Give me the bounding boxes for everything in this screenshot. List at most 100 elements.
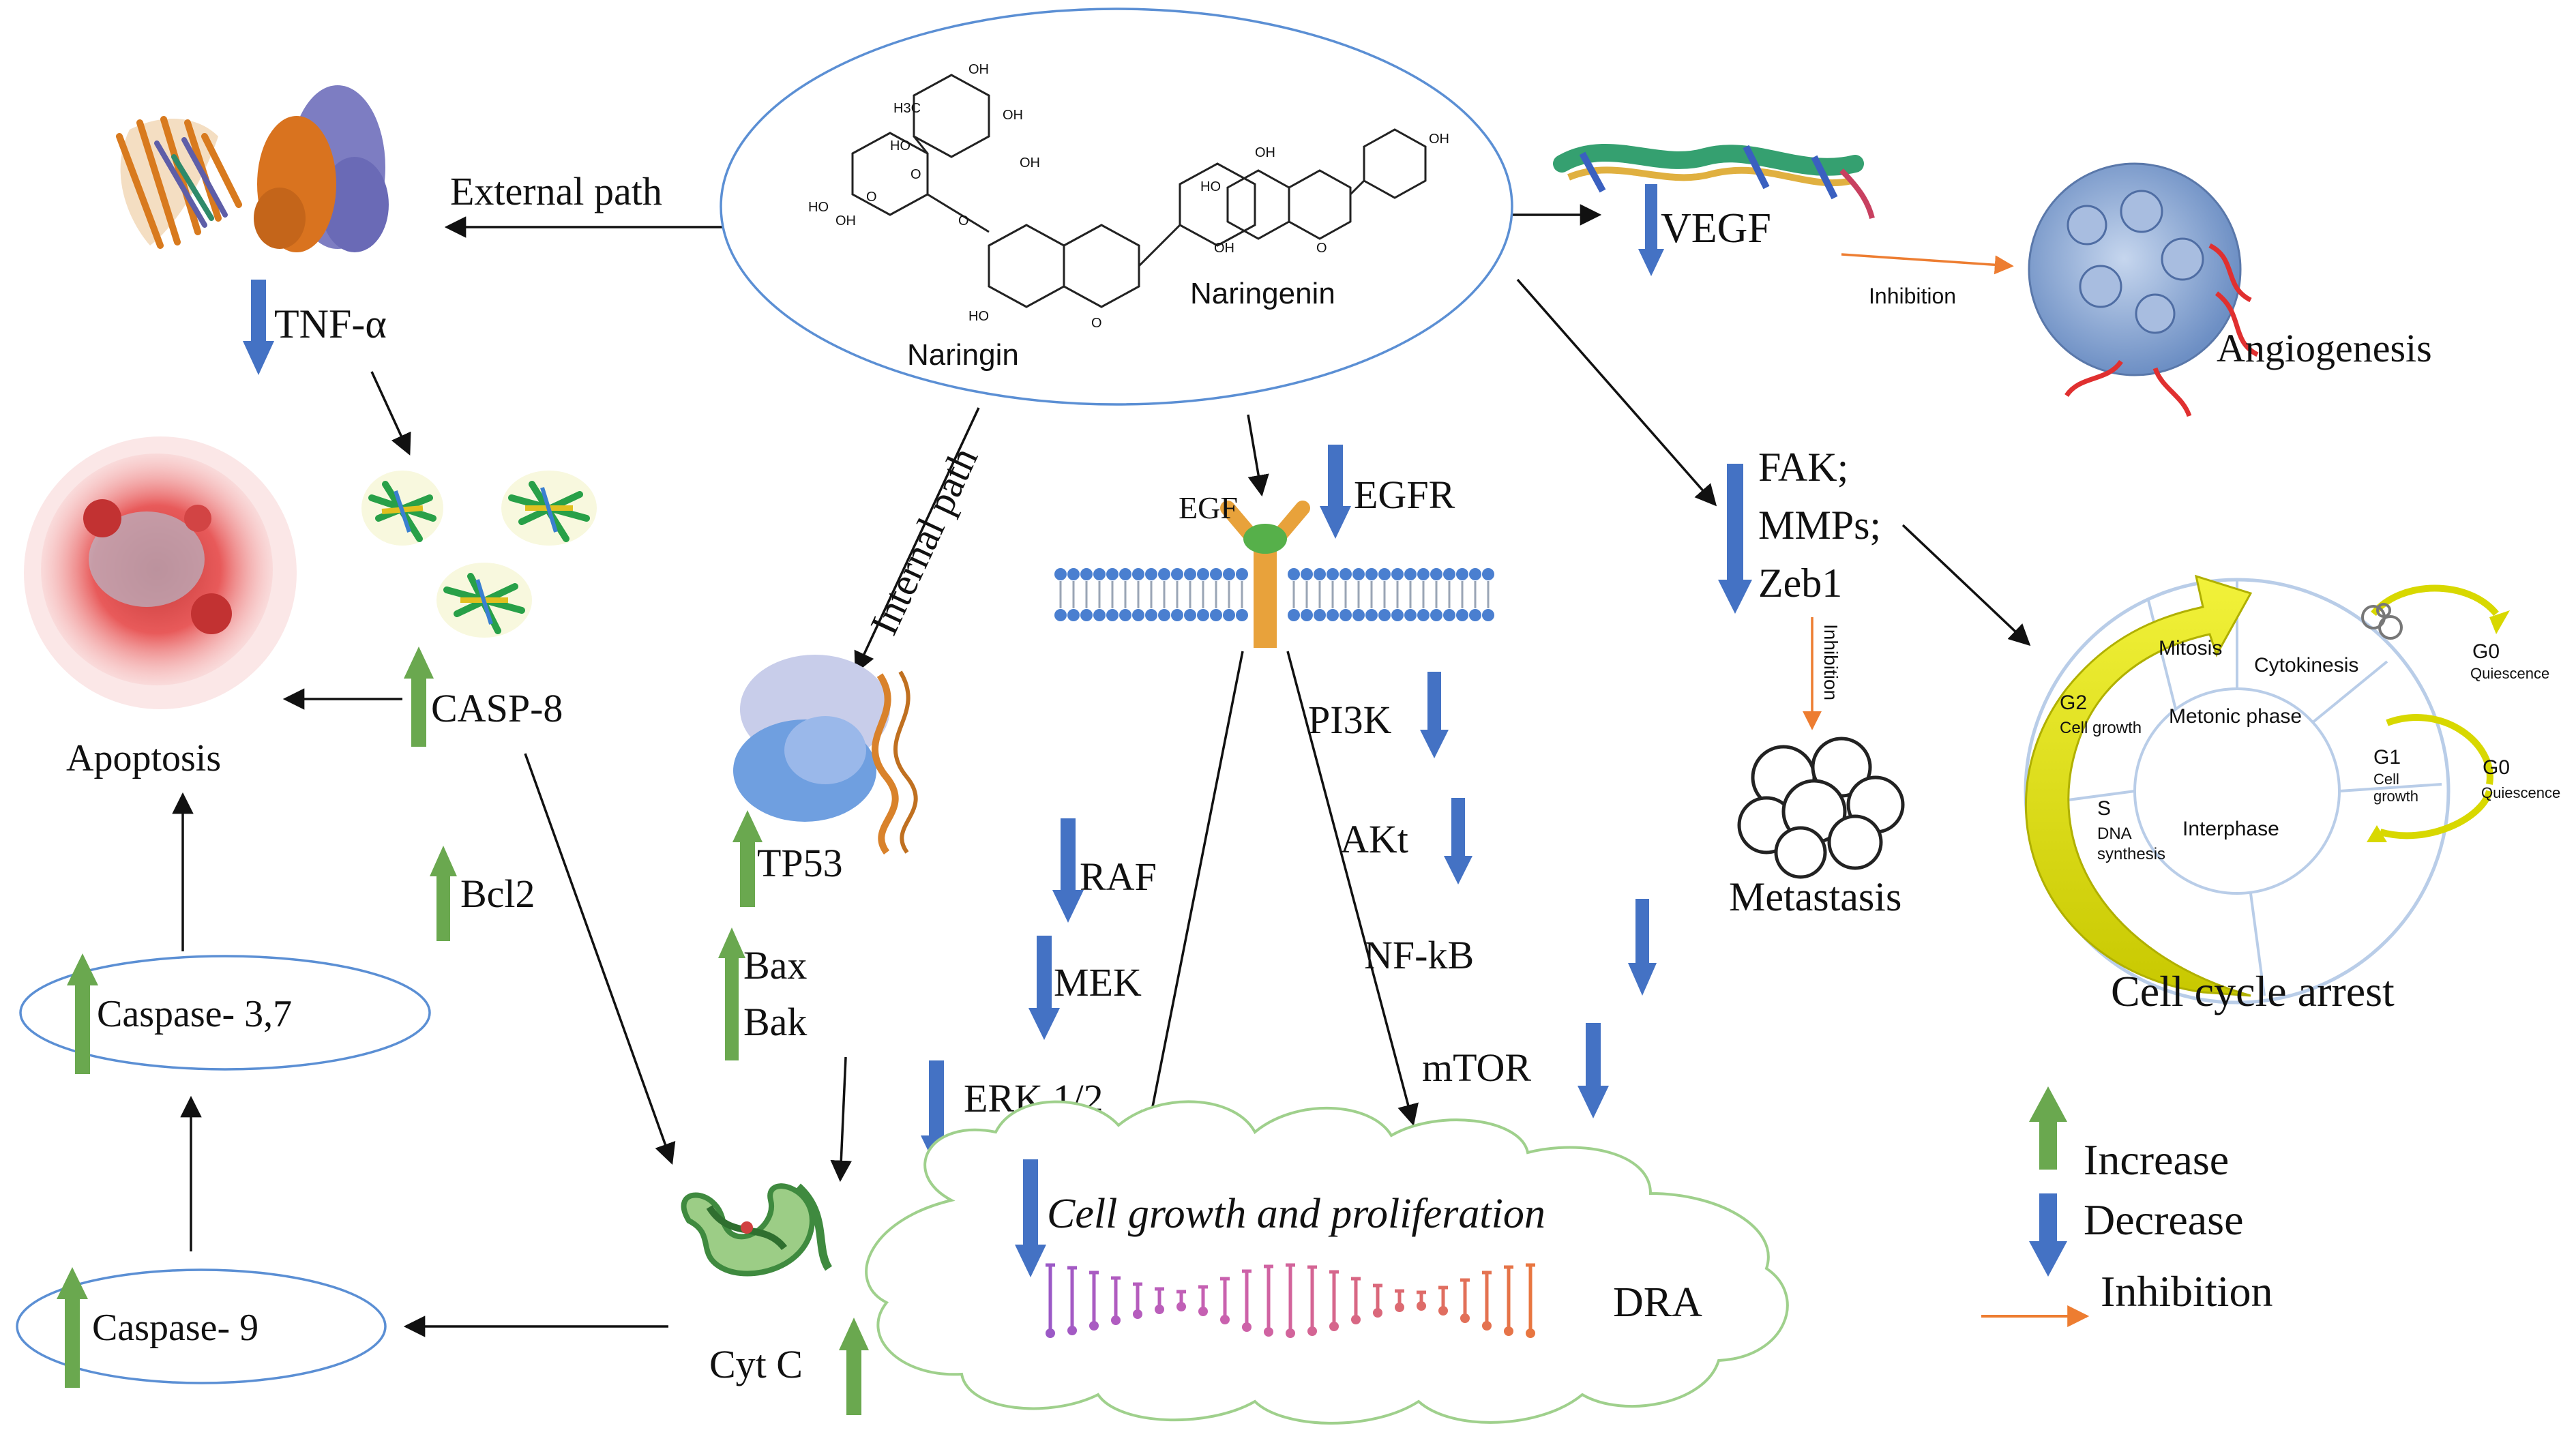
membrane-head (1288, 568, 1300, 580)
dra-label: DRA (1613, 1279, 1702, 1326)
membrane-head (1365, 568, 1378, 580)
membrane-head (1314, 568, 1326, 580)
arrow-tnf-to-casp8 (370, 371, 411, 456)
g0-cells-icon (2361, 603, 2403, 640)
decrease-arrow-nfkb-head (1628, 963, 1657, 996)
legend-inhibition-label: Inhibition (2101, 1267, 2272, 1316)
membrane-head (1236, 609, 1248, 621)
chem-label: OH (1429, 132, 1449, 147)
g0-top-arrowhead (2489, 610, 2510, 634)
membrane-head (1145, 568, 1157, 580)
g0-right-arrowhead (2367, 825, 2387, 842)
increase-arrow-caspase9-bar (65, 1296, 80, 1388)
center-compounds-group: H3C OH HO O OH O OH HO OH O HO O OH HO O… (720, 8, 1513, 406)
cell-cycle-g0-right: G0 (2483, 756, 2510, 779)
dna-bar-dot (1176, 1302, 1186, 1311)
membrane-head (1054, 568, 1067, 580)
cell-cycle-g0-top: G0 (2472, 640, 2500, 663)
chem-label: O (1091, 316, 1102, 331)
legend-decrease-arrow-bar (2039, 1193, 2057, 1245)
membrane-head (1378, 609, 1391, 621)
dna-bar-dot (1286, 1328, 1295, 1338)
increase-arrow-caspase37-bar (75, 982, 90, 1074)
membrane-head (1391, 568, 1404, 580)
cell-membrane (1054, 568, 1494, 621)
bax-label: Bax (743, 943, 807, 987)
legend-increase-arrow-bar (2039, 1118, 2057, 1170)
decrease-arrow-raf-head (1052, 890, 1084, 923)
membrane-head (1080, 568, 1093, 580)
dna-bar-dot (1111, 1316, 1121, 1325)
increase-arrow-bcl2-bar (436, 873, 450, 941)
naringin-structure-icon (851, 74, 1256, 308)
tp53-protein-icon (733, 655, 918, 855)
membrane-head (1093, 609, 1106, 621)
membrane-head (1119, 568, 1131, 580)
decrease-arrow-mek-head (1028, 1008, 1060, 1040)
decrease-arrow-tnf (251, 280, 266, 344)
decrease-arrow-fak-bar (1727, 464, 1743, 583)
chem-label: OH (968, 62, 989, 77)
vegf-label: VEGF (1661, 205, 1771, 252)
casp8-protein-c (436, 563, 532, 638)
membrane-head (1456, 609, 1468, 621)
egf-ligand-icon (1243, 524, 1287, 554)
cell-growth-label: Cell growth and proliferation (1047, 1191, 1545, 1237)
increase-arrow-bcl2-head (430, 846, 457, 876)
increase-arrow-caspase9-head (57, 1267, 88, 1299)
connector-arrows (172, 204, 2031, 1337)
increase-arrow-caspase37-head (67, 953, 98, 985)
caspase37-ellipse (19, 955, 431, 1071)
center-ellipse (720, 8, 1513, 406)
decrease-arrow-mtor-bar (1586, 1023, 1601, 1090)
metastasis-cluster-icon (1737, 737, 1905, 879)
decrease-arrow-cell-growth-bar (1023, 1159, 1038, 1248)
cell-cycle-g1-sub2: growth (2373, 788, 2418, 805)
casp8-label: CASP-8 (431, 686, 563, 730)
egf-label: EGF (1179, 490, 1238, 525)
dna-bar-dot (1373, 1308, 1382, 1318)
membrane-head (1417, 568, 1430, 580)
casp8-protein-icons (361, 471, 597, 638)
membrane-head (1158, 609, 1170, 621)
cell-cycle-g2: G2 (2060, 692, 2087, 714)
dna-bar-dot (1307, 1326, 1317, 1336)
external-path-label: External path (450, 169, 662, 213)
cell-cycle-s-sub2: synthesis (2097, 845, 2165, 863)
arrow-center-to-fak (1516, 278, 1717, 507)
arrow-center-to-egf (1247, 414, 1269, 497)
membrane-head (1404, 609, 1417, 621)
mtor-label: mTOR (1422, 1045, 1531, 1090)
dna-bar-dot (1329, 1322, 1339, 1331)
zeb1-label: Zeb1 (1758, 561, 1842, 606)
internal-path-label: Internal path (861, 441, 986, 642)
membrane-head (1132, 609, 1144, 621)
cell-cycle-s: S (2097, 797, 2111, 820)
membrane-head (1365, 609, 1378, 621)
inhibition-arrow-vegf-angiogenesis (1841, 253, 2014, 275)
membrane-head (1314, 609, 1326, 621)
tnf-ribbon-protein-icon (116, 116, 242, 249)
membrane-head (1197, 609, 1209, 621)
membrane-head (1093, 568, 1106, 580)
cell-cycle-s-sub1: DNA (2097, 825, 2132, 843)
tp53-label: TP53 (757, 841, 843, 885)
membrane-head (1352, 609, 1365, 621)
chem-label: HO (890, 138, 911, 153)
increase-arrow-cytc-bar (846, 1347, 861, 1415)
membrane-head (1171, 609, 1183, 621)
vegf-protein-icon (1553, 143, 1875, 220)
membrane-head (1301, 609, 1313, 621)
membrane-head (1106, 568, 1119, 580)
chem-label: HO (808, 200, 829, 215)
decrease-arrow-akt-head (1444, 856, 1472, 885)
arrow-receptor-to-erk (1141, 651, 1244, 1133)
chem-label: OH (835, 213, 856, 228)
membrane-head (1080, 609, 1093, 621)
cell-cycle-g0-top-sub: Quiescence (2470, 665, 2549, 682)
decrease-arrow-egfr-bar (1328, 445, 1343, 509)
decrease-arrow-raf-bar (1061, 818, 1076, 893)
legend-increase-arrow-head (2029, 1086, 2067, 1122)
dna-bar-dot (1526, 1328, 1535, 1338)
legend-increase-label: Increase (2084, 1135, 2229, 1184)
